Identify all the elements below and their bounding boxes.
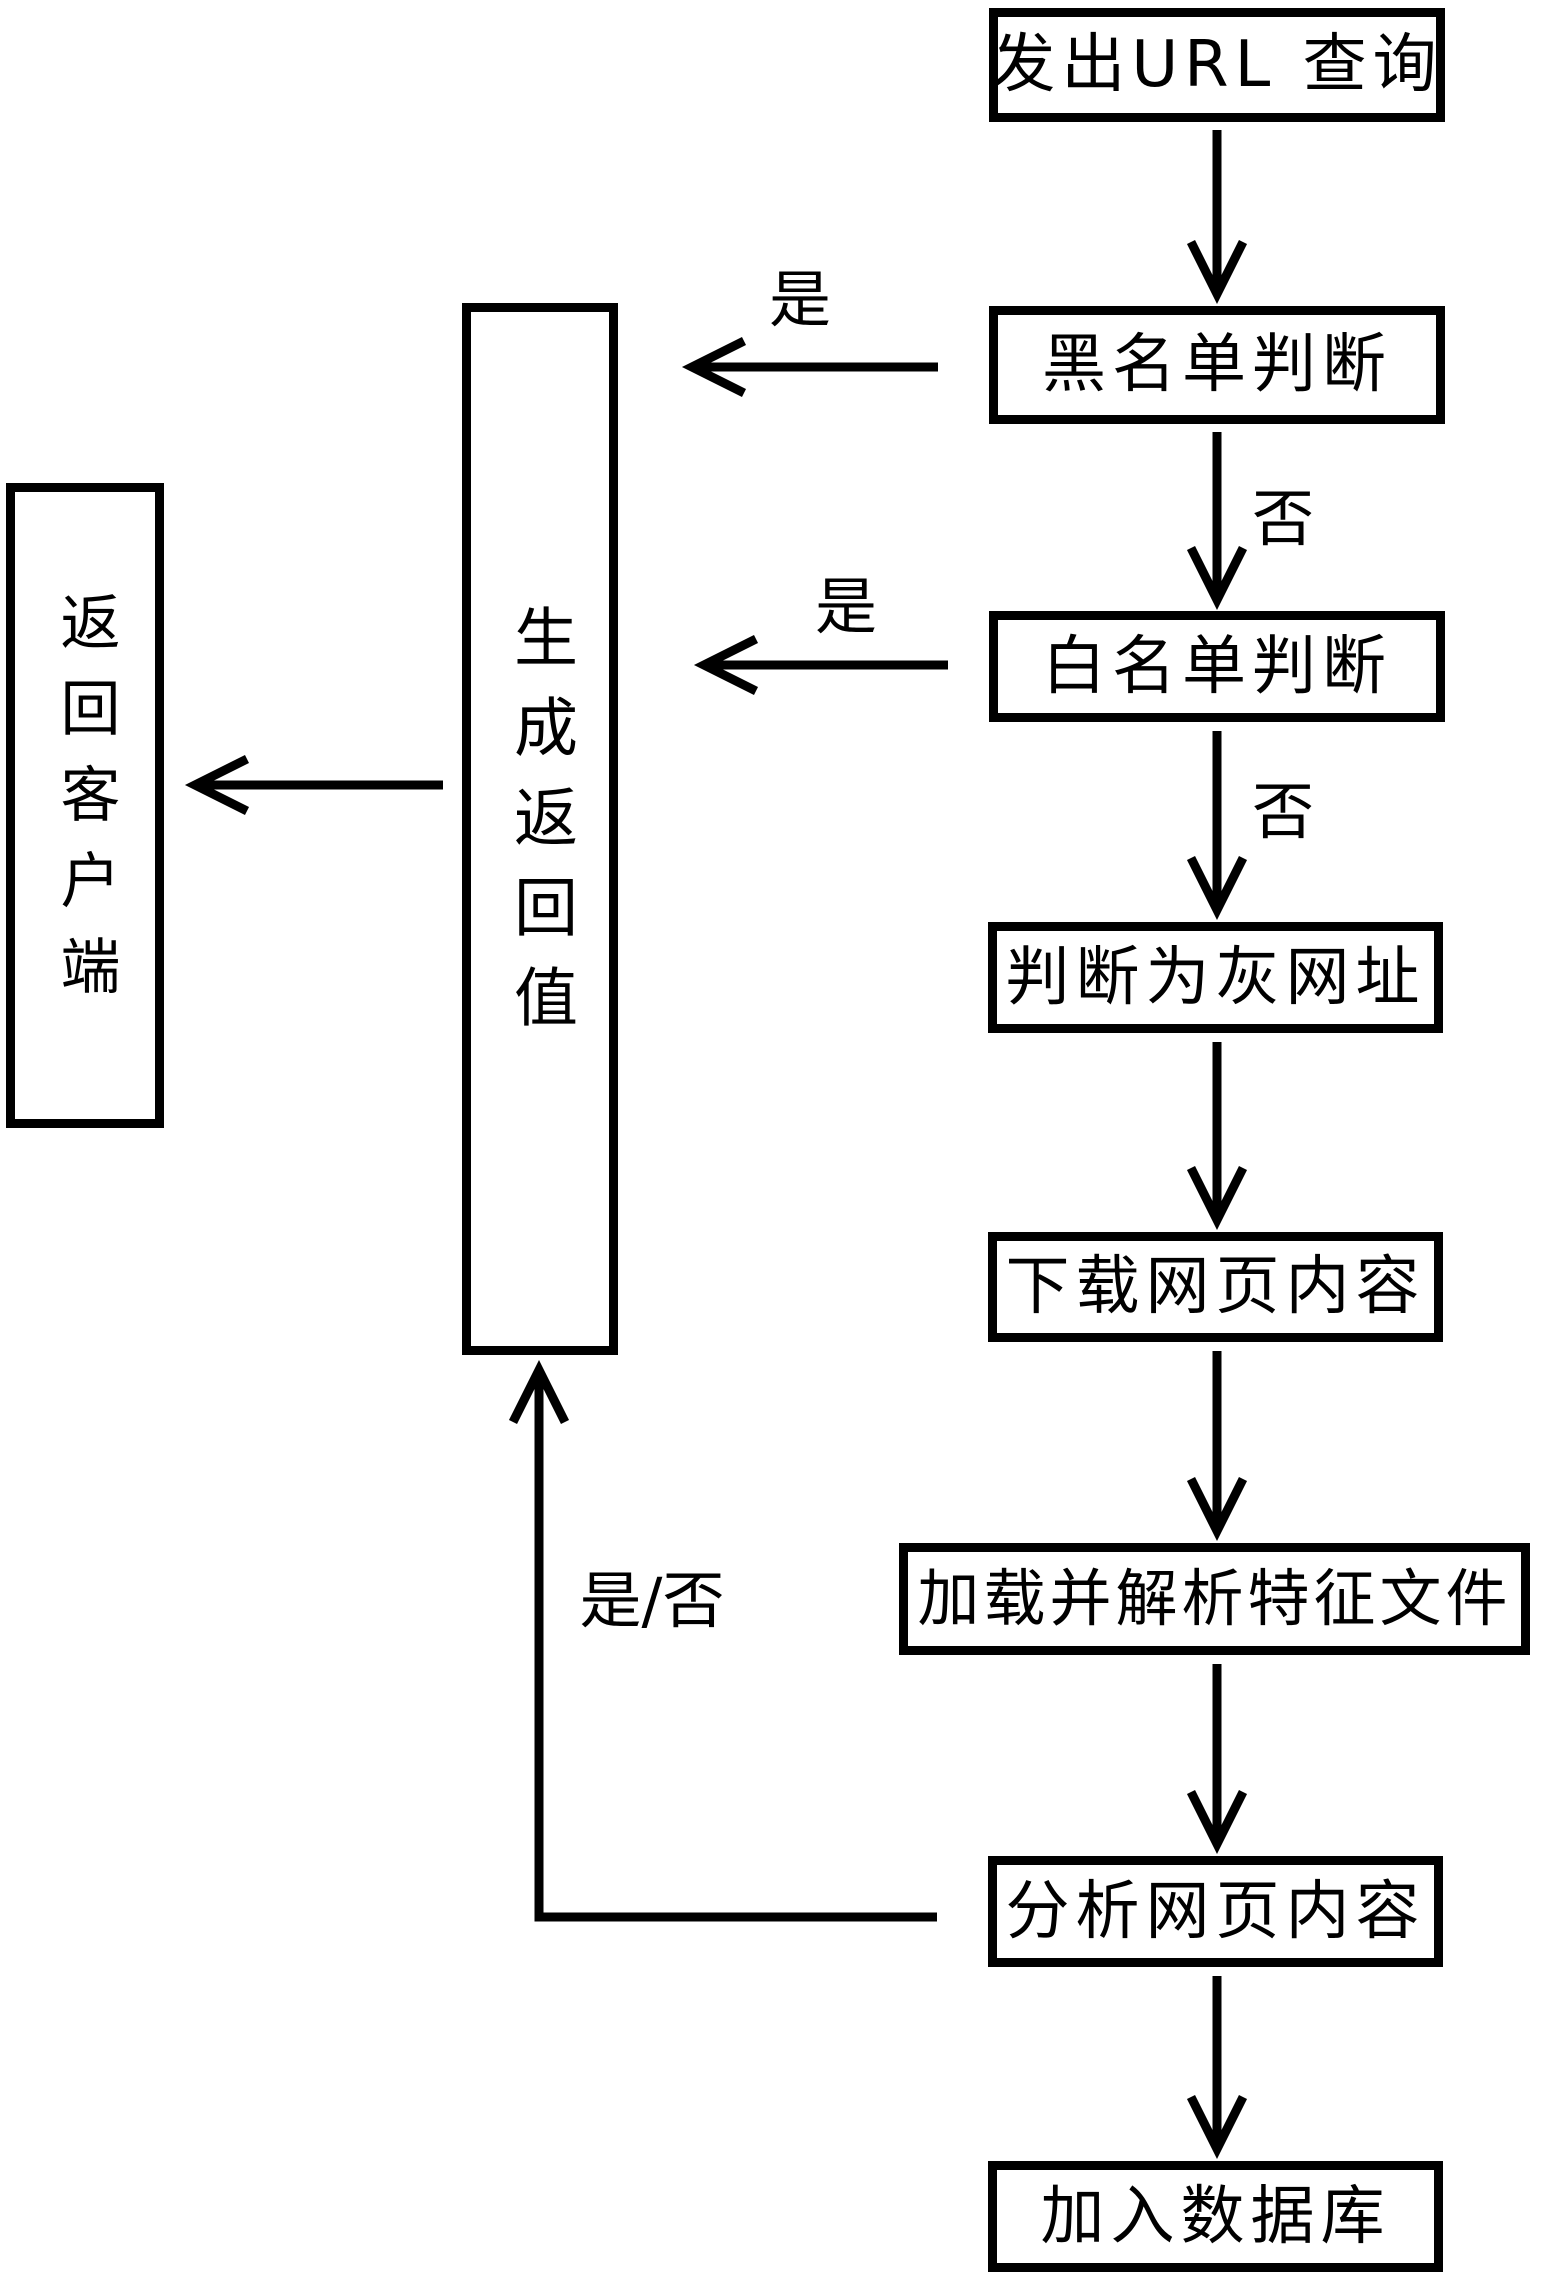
edge-label-no-blacklist: 否 — [1251, 482, 1315, 555]
edge-label-yes-blacklist: 是 — [768, 263, 832, 336]
edge-label-yes-whitelist: 是 — [814, 570, 878, 643]
node-download-page-content: 下载网页内容 — [988, 1232, 1443, 1342]
node-issue-url-query: 发出URL 查询 — [989, 8, 1445, 122]
edge-return-value-to-client — [184, 754, 443, 816]
edge-blacklist-to-whitelist — [1186, 432, 1248, 611]
edge-analyze-to-return-value — [508, 1359, 937, 1922]
edge-url-to-blacklist — [1186, 130, 1248, 305]
node-generate-return-value: 生成返回值 — [462, 303, 618, 1355]
node-add-to-database: 加入数据库 — [988, 2161, 1443, 2272]
edge-label-no-whitelist: 否 — [1251, 775, 1315, 848]
edge-grey-to-download — [1186, 1042, 1248, 1231]
edge-whitelist-to-grey — [1186, 731, 1248, 921]
node-whitelist-check: 白名单判断 — [989, 611, 1445, 722]
node-return-to-client: 返回客户端 — [6, 483, 164, 1128]
node-load-parse-feature-file: 加载并解析特征文件 — [899, 1543, 1530, 1655]
edge-label-yes-no-feedback: 是/否 — [579, 1564, 725, 1637]
node-blacklist-check: 黑名单判断 — [989, 306, 1445, 424]
node-judge-grey-url: 判断为灰网址 — [988, 922, 1443, 1033]
edge-analyze-to-database — [1186, 1976, 1248, 2160]
edge-whitelist-to-return-value — [693, 634, 948, 696]
edge-blacklist-to-return-value — [681, 336, 938, 398]
edge-parse-to-analyze — [1186, 1664, 1248, 1855]
edge-download-to-parse — [1186, 1351, 1248, 1542]
node-analyze-page-content: 分析网页内容 — [988, 1856, 1443, 1967]
